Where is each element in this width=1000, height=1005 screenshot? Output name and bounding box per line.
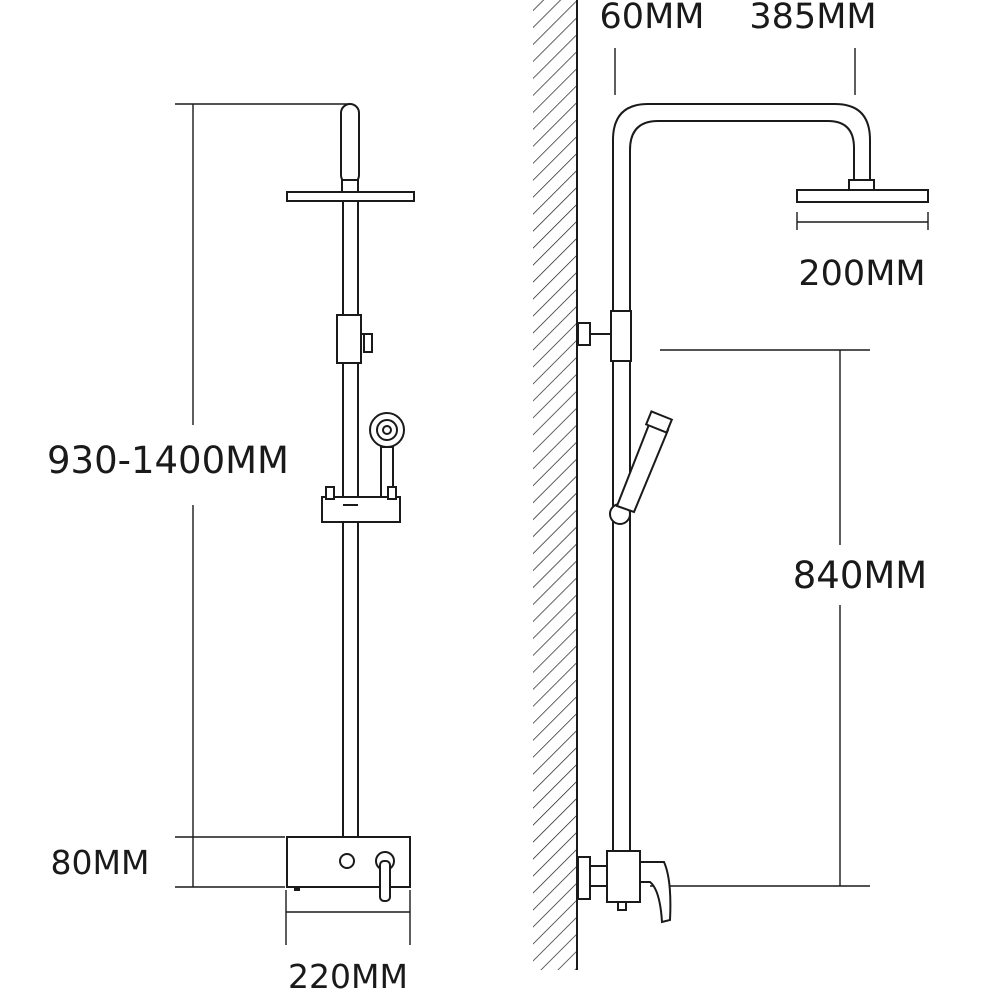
mixer-body [286,836,411,902]
height-range-label: 930-1400MM [47,439,289,482]
side-view: 60MM 385MM 200MM [533,0,929,970]
wall [533,0,578,970]
front-view: 930-1400MM 80MM 220MM [47,103,415,996]
mixer-width-dimension: 220MM [285,890,411,996]
wall-offset-label: 60MM [600,0,705,37]
outlet-dimension: 840MM [650,349,927,887]
hand-shower-head [369,412,405,498]
outlet-to-mixer-label: 840MM [793,554,927,597]
head-diameter-label: 200MM [798,254,925,294]
upper-bracket [336,314,373,364]
mixer-height-label: 80MM [51,843,150,882]
side-riser-and-arm [612,103,871,870]
mixer-height-dimension: 80MM [51,836,285,888]
side-mixer [577,850,672,924]
side-shower-head: 200MM [796,179,929,294]
arm-length-label: 385MM [749,0,876,37]
mixer-width-label: 220MM [288,957,408,996]
top-dimension: 60MM 385MM [600,0,877,95]
side-hand-shower [609,410,674,525]
height-dimension: 930-1400MM [47,103,350,887]
side-upper-bracket [577,310,632,362]
hand-shower-top [340,103,360,193]
slider-holder [321,486,401,523]
shower-head-plate [286,191,415,202]
